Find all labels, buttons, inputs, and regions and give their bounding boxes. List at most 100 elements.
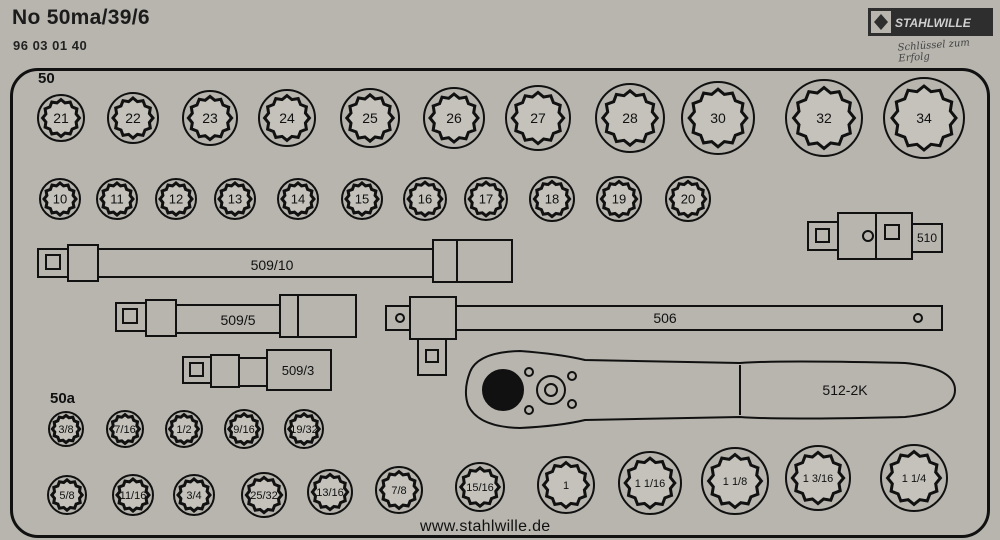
socket-metric-small-10: 20 bbox=[665, 176, 711, 222]
socket-imperial-large-5: 7/8 bbox=[375, 466, 423, 514]
socket-size-label: 22 bbox=[125, 110, 141, 126]
socket-size-label: 19/32 bbox=[290, 424, 318, 436]
socket-size-label: 1 1/16 bbox=[635, 478, 666, 490]
socket-imperial-small-4: 19/32 bbox=[284, 409, 324, 449]
socket-metric-large-4: 25 bbox=[340, 88, 400, 148]
socket-metric-small-5: 15 bbox=[341, 178, 383, 220]
extension-509-5-label: 509/5 bbox=[220, 312, 255, 328]
ratchet-512-2k: 512-2K bbox=[464, 349, 957, 430]
socket-size-label: 14 bbox=[291, 192, 305, 207]
socket-imperial-large-9: 1 1/8 bbox=[701, 447, 769, 515]
socket-metric-large-1: 22 bbox=[107, 92, 159, 144]
socket-metric-small-4: 14 bbox=[277, 178, 319, 220]
extension-509-3: 509/3 bbox=[182, 349, 332, 391]
socket-size-label: 25 bbox=[362, 110, 378, 126]
socket-metric-small-2: 12 bbox=[155, 178, 197, 220]
socket-size-label: 23 bbox=[202, 110, 218, 126]
socket-size-label: 1 3/16 bbox=[803, 473, 834, 485]
socket-metric-small-6: 16 bbox=[403, 177, 447, 221]
socket-size-label: 32 bbox=[816, 110, 832, 126]
article-number: 96 03 01 40 bbox=[13, 38, 88, 53]
socket-imperial-small-1: 7/16 bbox=[106, 410, 144, 448]
socket-metric-large-6: 27 bbox=[505, 85, 571, 151]
socket-size-label: 24 bbox=[279, 110, 295, 126]
socket-imperial-large-2: 3/4 bbox=[173, 474, 215, 516]
adapter-510-label: 510 bbox=[917, 231, 937, 245]
socket-metric-small-1: 11 bbox=[96, 178, 138, 220]
socket-size-label: 7/16 bbox=[114, 424, 135, 436]
socket-imperial-large-11: 1 1/4 bbox=[880, 444, 948, 512]
socket-metric-large-10: 34 bbox=[883, 77, 965, 159]
socket-metric-small-3: 13 bbox=[214, 178, 256, 220]
tbar-506-label: 506 bbox=[653, 310, 677, 326]
socket-size-label: 17 bbox=[479, 192, 493, 207]
socket-metric-small-9: 19 bbox=[596, 176, 642, 222]
socket-size-label: 1 1/4 bbox=[902, 473, 926, 485]
extension-509-10-label: 509/10 bbox=[251, 257, 294, 273]
extension-509-5: 509/5 bbox=[115, 294, 357, 338]
set-label-metric: 50 bbox=[38, 70, 55, 87]
socket-imperial-small-3: 9/16 bbox=[224, 409, 264, 449]
socket-metric-large-9: 32 bbox=[785, 79, 863, 157]
socket-metric-small-7: 17 bbox=[464, 177, 508, 221]
socket-metric-large-2: 23 bbox=[182, 90, 238, 146]
socket-size-label: 10 bbox=[53, 192, 67, 207]
socket-imperial-small-2: 1/2 bbox=[165, 410, 203, 448]
socket-size-label: 5/8 bbox=[59, 490, 74, 502]
adapter-510: 510 bbox=[807, 212, 943, 260]
socket-size-label: 27 bbox=[530, 110, 546, 126]
socket-size-label: 26 bbox=[446, 110, 462, 126]
extension-509-10: 509/10 bbox=[37, 239, 513, 283]
brand-logo: STAHLWILLE bbox=[868, 8, 993, 36]
set-label-imperial: 50a bbox=[50, 390, 76, 407]
socket-layer: 21 22 23 24 25 26 27 28 30 32 34 10 11 12 13 14 15 16 17 18… bbox=[37, 77, 965, 518]
socket-imperial-large-4: 13/16 bbox=[307, 469, 353, 515]
socket-metric-large-3: 24 bbox=[258, 89, 316, 147]
socket-metric-small-8: 18 bbox=[529, 176, 575, 222]
brand-name: STAHLWILLE bbox=[895, 16, 972, 30]
socket-metric-large-5: 26 bbox=[423, 87, 485, 149]
socket-size-label: 1 bbox=[563, 480, 569, 492]
socket-size-label: 15/16 bbox=[466, 482, 494, 494]
socket-metric-small-0: 10 bbox=[39, 178, 81, 220]
socket-size-label: 1/2 bbox=[176, 424, 191, 436]
socket-size-label: 3/4 bbox=[186, 490, 201, 502]
socket-metric-large-8: 30 bbox=[681, 81, 755, 155]
socket-imperial-large-0: 5/8 bbox=[47, 475, 87, 515]
socket-size-label: 11 bbox=[110, 192, 124, 207]
socket-size-label: 15 bbox=[355, 192, 369, 207]
socket-imperial-large-10: 1 3/16 bbox=[785, 445, 851, 511]
socket-size-label: 1 1/8 bbox=[723, 476, 747, 488]
socket-imperial-large-6: 15/16 bbox=[455, 462, 505, 512]
socket-size-label: 11/16 bbox=[120, 490, 147, 502]
socket-size-label: 21 bbox=[53, 110, 69, 126]
socket-size-label: 13/16 bbox=[316, 487, 344, 499]
socket-imperial-large-7: 1 bbox=[537, 456, 595, 514]
ratchet-512-2k-label: 512-2K bbox=[822, 382, 868, 398]
socket-imperial-large-3: 25/32 bbox=[241, 472, 287, 518]
socket-imperial-large-8: 1 1/16 bbox=[618, 451, 682, 515]
socket-size-label: 19 bbox=[612, 192, 626, 207]
socket-size-label: 7/8 bbox=[391, 485, 406, 497]
socket-size-label: 12 bbox=[169, 192, 183, 207]
extension-509-3-label: 509/3 bbox=[282, 363, 315, 378]
socket-size-label: 18 bbox=[545, 192, 559, 207]
socket-imperial-large-1: 11/16 bbox=[112, 474, 154, 516]
socket-size-label: 16 bbox=[418, 192, 432, 207]
socket-metric-large-0: 21 bbox=[37, 94, 85, 142]
socket-size-label: 3/8 bbox=[58, 424, 73, 436]
socket-metric-large-7: 28 bbox=[595, 83, 665, 153]
socket-imperial-small-0: 3/8 bbox=[48, 411, 84, 447]
socket-size-label: 13 bbox=[228, 192, 242, 207]
tbar-506: 506 bbox=[385, 296, 943, 376]
panel-title: No 50ma/39/6 bbox=[12, 6, 150, 29]
socket-size-label: 25/32 bbox=[250, 490, 278, 502]
socket-size-label: 9/16 bbox=[233, 424, 254, 436]
website-url: www.stahlwille.de bbox=[420, 518, 551, 535]
socket-size-label: 28 bbox=[622, 110, 638, 126]
socket-size-label: 20 bbox=[681, 192, 695, 207]
socket-size-label: 30 bbox=[710, 110, 726, 126]
socket-size-label: 34 bbox=[916, 110, 932, 126]
foam-tray-outline bbox=[10, 68, 990, 538]
